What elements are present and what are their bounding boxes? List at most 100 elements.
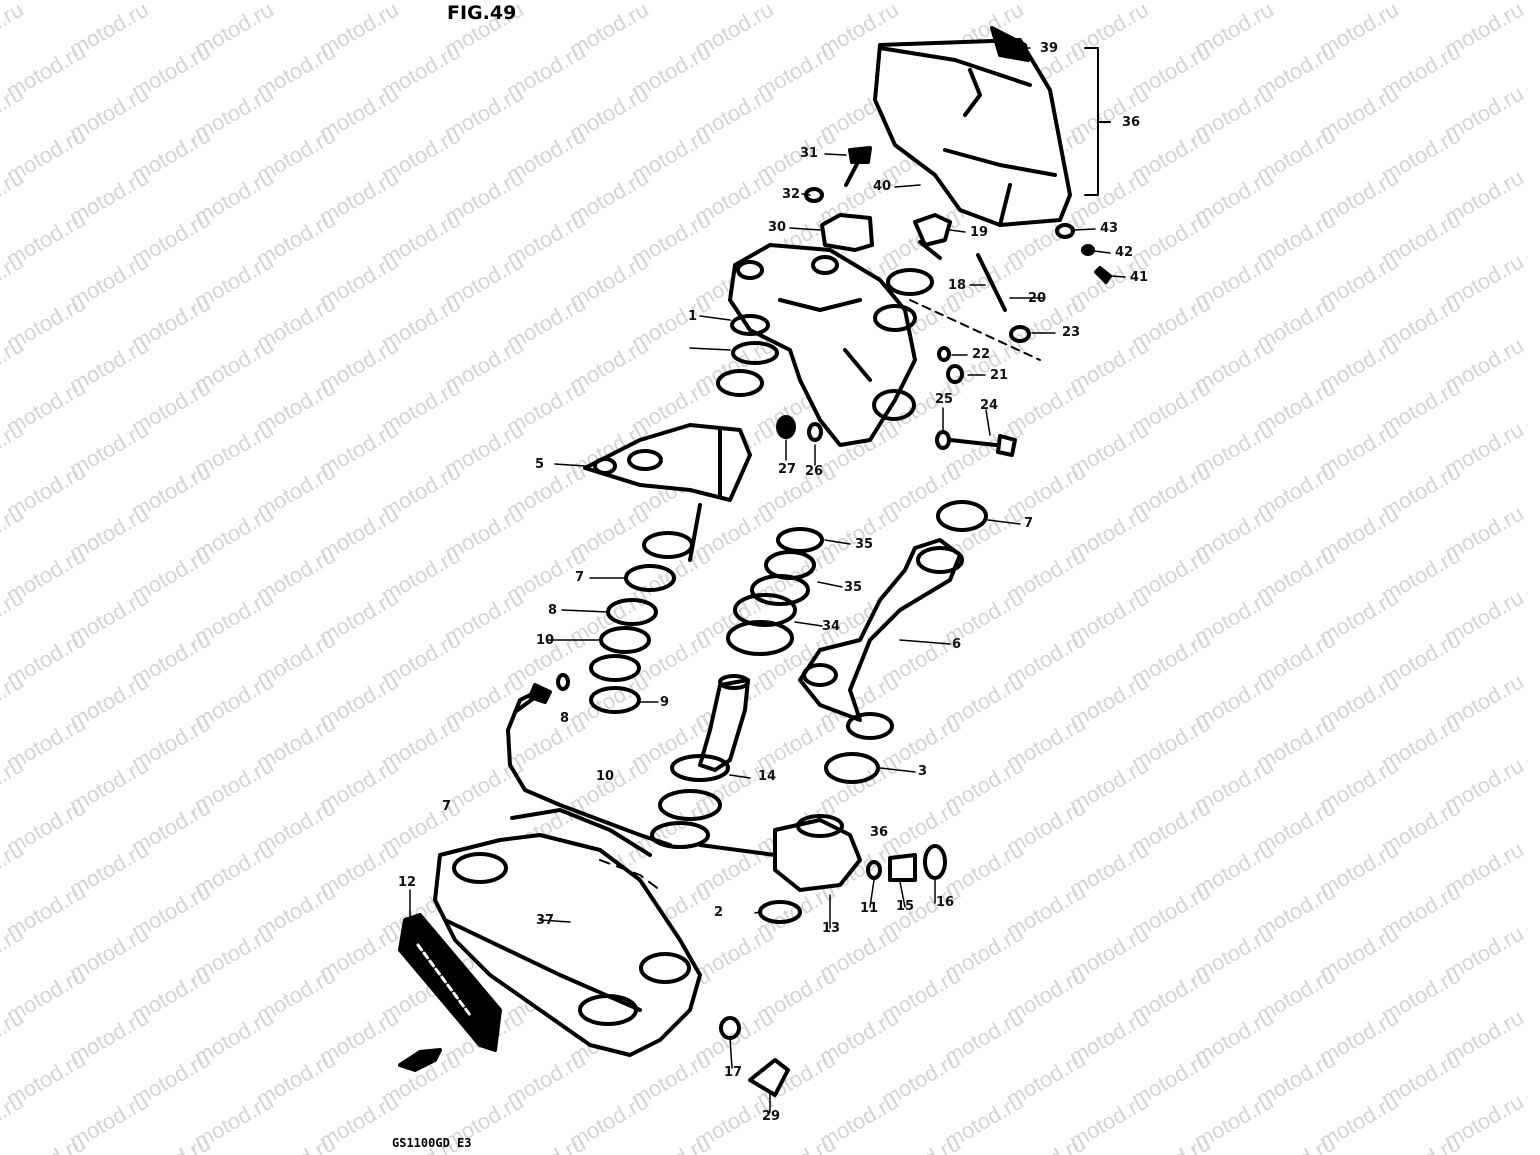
washer-23 <box>1009 325 1031 343</box>
figure-title: FIG.49 <box>447 2 517 24</box>
lower-dash <box>599 859 661 891</box>
ring-7d <box>624 564 676 592</box>
callout-17: 16 <box>936 895 955 910</box>
washer-42 <box>1081 244 1095 256</box>
ring-7a <box>731 341 779 365</box>
leader-lines <box>409 47 1126 1113</box>
callout-7-left: 7 <box>575 570 585 585</box>
lower-bracket <box>433 808 702 1057</box>
callout-35a: 35 <box>855 537 874 552</box>
clamp-30 <box>820 213 874 252</box>
nut-21 <box>946 364 964 384</box>
callout-15: 11 <box>860 901 879 916</box>
callout-32: 32 <box>782 187 801 202</box>
callout-24: 24 <box>980 398 999 413</box>
callout-43: 43 <box>1100 221 1119 236</box>
callout-16: 15 <box>896 899 915 914</box>
bush-26 <box>807 422 823 442</box>
callout-14: 10 <box>596 769 615 784</box>
callout-6: 6 <box>952 637 962 652</box>
callout-40: 40 <box>873 179 892 194</box>
callout-29: 17 <box>724 1065 743 1080</box>
callout-10b: 9 <box>660 695 670 710</box>
callout-13: 2 <box>714 905 724 920</box>
ring-1 <box>730 314 770 336</box>
callout-39: 39 <box>1040 41 1059 56</box>
callout-8: 10 <box>536 633 555 648</box>
screw-41 <box>1094 266 1112 284</box>
bolt-18 <box>976 253 1007 312</box>
steering-stem <box>650 674 750 849</box>
bracket-5 <box>583 423 752 502</box>
fitting-16 <box>888 853 917 882</box>
callout-23: 23 <box>1062 325 1081 340</box>
callout-36: 36 <box>1122 115 1141 130</box>
washer-19b <box>886 268 934 296</box>
callout-26: 26 <box>805 464 824 479</box>
callout-12: 36 <box>870 825 889 840</box>
callout-2: 37 <box>536 913 555 928</box>
ring-8a <box>599 626 651 654</box>
hose-14 <box>506 683 672 847</box>
callout-41: 41 <box>1130 270 1149 285</box>
model-code: GS1100GD E3 <box>392 1136 472 1150</box>
washer-43 <box>1055 223 1075 239</box>
upper-bracket <box>728 243 917 447</box>
emblem-part <box>398 1048 442 1072</box>
bolt-19 <box>913 213 952 260</box>
fork-tube-upper <box>688 503 702 562</box>
ring-8b <box>589 654 641 682</box>
callout-10a: 8 <box>548 603 558 618</box>
ring-10a <box>606 598 658 626</box>
bracket-39 <box>990 26 1030 62</box>
callout-1: 1 <box>688 309 698 324</box>
callout-25: 25 <box>935 392 954 407</box>
callout-3: 14 <box>758 769 777 784</box>
callout-28: 29 <box>762 1109 781 1124</box>
callout-35b: 35 <box>844 580 863 595</box>
callout-30: 30 <box>768 220 787 235</box>
cover-assembly <box>873 38 1072 227</box>
ring-7e <box>936 500 988 532</box>
centerline-upper <box>909 299 1041 361</box>
ring-35c <box>750 574 810 606</box>
washer-22 <box>937 346 951 362</box>
callout-36-lower: 7 <box>442 799 452 814</box>
callout-27: 27 <box>778 462 797 477</box>
bush-27 <box>776 415 796 439</box>
ring-35a <box>776 527 824 553</box>
callout-7-right-top: 7 <box>1024 516 1034 531</box>
ring-7c <box>642 531 694 559</box>
callout-19: 19 <box>970 225 989 240</box>
ring-34b <box>726 620 794 656</box>
ring-7f <box>824 752 880 784</box>
washer-13 <box>758 900 802 924</box>
bolt-28 <box>748 1058 790 1097</box>
bracket-6 <box>798 538 964 740</box>
nut-29 <box>719 1016 741 1040</box>
callout-7-right-bottom: 3 <box>918 764 928 779</box>
junction-fitting <box>698 814 862 892</box>
bolt-31 <box>844 146 872 187</box>
callout-34: 34 <box>822 619 841 634</box>
callout-21: 21 <box>990 368 1009 383</box>
ring-7b <box>716 369 764 397</box>
bolt-24 <box>948 434 1017 457</box>
washer-15 <box>866 860 882 880</box>
callout-20: 20 <box>1028 291 1047 306</box>
callout-9: 8 <box>560 711 570 726</box>
callout-42: 42 <box>1115 245 1134 260</box>
fitting-17 <box>923 844 947 880</box>
bracket-line-36 <box>1084 47 1099 196</box>
callout-22: 22 <box>972 347 991 362</box>
clip-9 <box>556 673 570 691</box>
reflector-plate <box>398 913 502 1052</box>
callout-11: 13 <box>822 921 841 936</box>
ring-34a <box>733 593 797 627</box>
callout-5: 5 <box>535 457 545 472</box>
callout-37: 12 <box>398 875 417 890</box>
ring-35b <box>764 550 816 580</box>
ring-10b <box>589 686 641 714</box>
